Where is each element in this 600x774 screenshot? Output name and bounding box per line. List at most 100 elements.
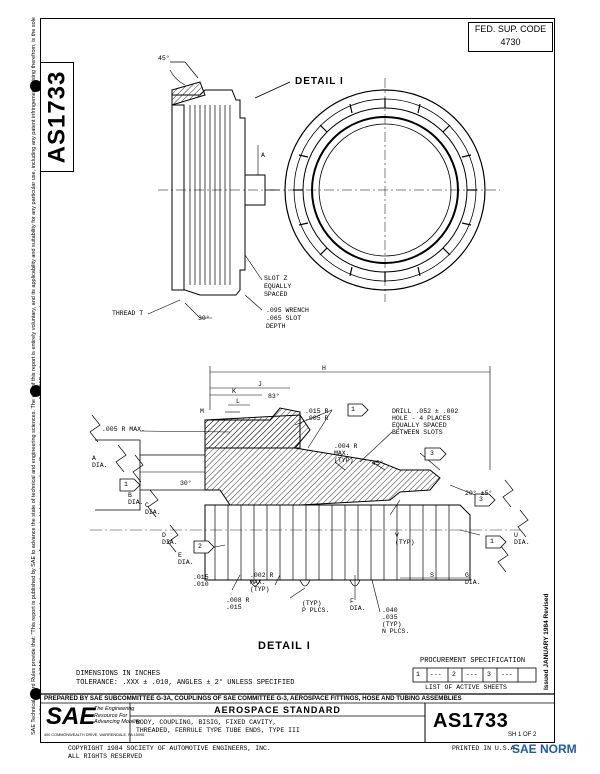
radius-002: .002 R MAX. (TYP) — [250, 572, 273, 593]
prepared-by: PREPARED BY SAE SUBCOMMITTEE G-3A, COUPL… — [44, 695, 462, 702]
radius-002-line1: .002 R — [250, 572, 274, 579]
printed-in: PRINTED IN U.S.A. — [452, 745, 519, 752]
flag-2-label: 2 — [198, 543, 202, 550]
detail-i-callout: DETAIL I — [295, 76, 344, 87]
part-description-line1: BODY, COUPLING, BISIG, FIXED CAVITY, — [136, 719, 277, 726]
drawing-frame — [40, 18, 555, 743]
n-plcs: .040 .035 (TYP) N PLCS. — [382, 607, 409, 635]
dim-010: .010 — [193, 581, 209, 588]
g-dia-line2: DIA. — [465, 579, 481, 586]
v-typ-line1: V — [395, 532, 399, 539]
procurement-table-lines — [412, 667, 537, 683]
radius-004: .004 R MAX. (TYP) — [334, 443, 357, 464]
radius-015-line2: .005 R — [305, 415, 329, 422]
radius-008-line2: .015 — [226, 604, 242, 611]
radius-015-line1: .015 R — [305, 408, 329, 415]
u-dia-line2: DIA. — [514, 539, 530, 546]
standard-number: AS1733 — [433, 710, 509, 732]
angle-83: 83° — [268, 393, 280, 400]
p-plcs-line2: P PLCS. — [302, 607, 330, 614]
fed-sup-code-box: FED. SUP. CODE 4730 — [468, 22, 553, 52]
dim-k: K — [232, 388, 236, 395]
radius-002-line3: (TYP) — [250, 586, 270, 593]
f-dia-line1: F — [350, 598, 354, 605]
sae-norm-watermark: SAE NORM — [512, 742, 577, 756]
thread-label: THREAD T — [112, 310, 144, 317]
slot-note-line3: SPACED — [264, 291, 288, 298]
flag-3-label: 3 — [430, 450, 434, 457]
e-dia-line2: DIA. — [178, 559, 194, 566]
end-view — [270, 78, 500, 302]
n-plcs-line3: (TYP) — [382, 621, 402, 628]
radius-004-line1: .004 R — [334, 443, 358, 450]
angle-20: 20° ±5° — [465, 490, 493, 497]
procurement-title: PROCUREMENT SPECIFICATION — [420, 657, 526, 665]
wrench-note-line1: .095 WRENCH — [266, 307, 309, 314]
sae-logo: SAE — [46, 703, 96, 730]
dim-j: J — [258, 381, 262, 388]
fed-sup-code-label: FED. SUP. CODE — [474, 24, 547, 34]
dimensions-note: DIMENSIONS IN INCHES TOLERANCE: .XXX ± .… — [76, 670, 294, 688]
slot-note-line1: SLOT Z — [264, 275, 288, 282]
dim-l: L — [236, 398, 240, 405]
drill-note-line3: EQUALLY SPACED — [392, 422, 447, 429]
g-dia-line1: G — [465, 572, 469, 579]
radius-002-line2: MAX. — [250, 579, 266, 586]
b-dia-line1: B — [128, 492, 132, 499]
radius-015: .015 R .005 R — [305, 408, 328, 422]
c-dia-line2: DIA. — [145, 509, 161, 516]
u-dia-line1: U — [514, 532, 518, 539]
sae-tagline: The Engineering Resource For Advancing M… — [94, 706, 140, 726]
d-dia-line1: D — [162, 532, 166, 539]
part-description-line2: THREADED, FERRULE TYPE TUBE ENDS, TYPE I… — [136, 727, 300, 734]
flag-1c-label: 1 — [490, 538, 494, 545]
b-dia-line2: DIA. — [128, 499, 144, 506]
d-dia: D DIA. — [162, 532, 178, 546]
note-flags — [119, 403, 507, 554]
sae-tagline-line1: The Engineering — [94, 706, 135, 712]
wrench-note-line2: .065 SLOT — [266, 315, 302, 322]
detail-section-view — [89, 366, 529, 613]
copyright-line2: ALL RIGHTS RESERVED — [68, 753, 143, 760]
dim-s: S — [430, 572, 434, 579]
sheet-cell-1-rev: --- — [430, 671, 442, 678]
v-typ-line2: (TYP) — [395, 539, 415, 546]
sheet-cell-3: 3 — [487, 671, 491, 678]
radius-008-line1: .008 R — [226, 597, 250, 604]
angle-30-detail: 30° — [180, 480, 192, 487]
side-standard-box: AS1733 — [40, 62, 74, 172]
n-plcs-line4: N PLCS. — [382, 628, 410, 635]
sheet-number: SH 1 OF 2 — [508, 732, 537, 738]
flag-1-label: 1 — [351, 406, 355, 413]
sheet-cell-2-rev: --- — [466, 671, 478, 678]
upper-angle-45: 45° — [158, 55, 170, 62]
n-plcs-line2: .035 — [382, 614, 398, 621]
wrench-note: .095 WRENCH .065 SLOT DEPTH — [266, 307, 309, 331]
dim-015: .015 — [193, 574, 209, 581]
drill-note-line2: HOLE - 4 PLACES — [392, 415, 451, 422]
active-sheets-label: LIST OF ACTIVE SHEETS — [425, 684, 507, 691]
upper-angle-30: 30° — [198, 315, 210, 322]
p-plcs-line1: (TYP) — [302, 600, 322, 607]
a-dia-line1: A — [92, 455, 96, 462]
copyright-line1: COPYRIGHT 1984 SOCIETY OF AUTOMOTIVE ENG… — [68, 745, 271, 752]
c-dia: C DIA. — [145, 502, 161, 516]
dim-015-010: .015 .010 — [193, 574, 209, 588]
wrench-note-line3: DEPTH — [266, 323, 286, 330]
detail-i-title: DETAIL I — [258, 640, 311, 652]
punch-hole-2 — [30, 385, 40, 397]
g-dia: G DIA. — [465, 572, 481, 586]
a-dia-line2: DIA. — [92, 462, 108, 469]
sae-tagline-line3: Advancing Mobility — [94, 719, 140, 725]
sheet-cell-1: 1 — [416, 671, 420, 678]
punch-hole-3 — [30, 688, 40, 700]
part-description: BODY, COUPLING, BISIG, FIXED CAVITY, THR… — [136, 719, 300, 735]
f-dia: F DIA. — [350, 598, 366, 612]
sae-tagline-line2: Resource For — [94, 712, 128, 719]
issued-stamp: Issued JANUARY 1984 Revised — [543, 593, 550, 690]
sheet-cell-3-rev: --- — [501, 671, 513, 678]
flag-1b-label: 1 — [124, 481, 128, 488]
slot-note: SLOT Z EQUALLY SPACED — [264, 275, 291, 299]
radius-004-line3: (TYP) — [334, 457, 354, 464]
